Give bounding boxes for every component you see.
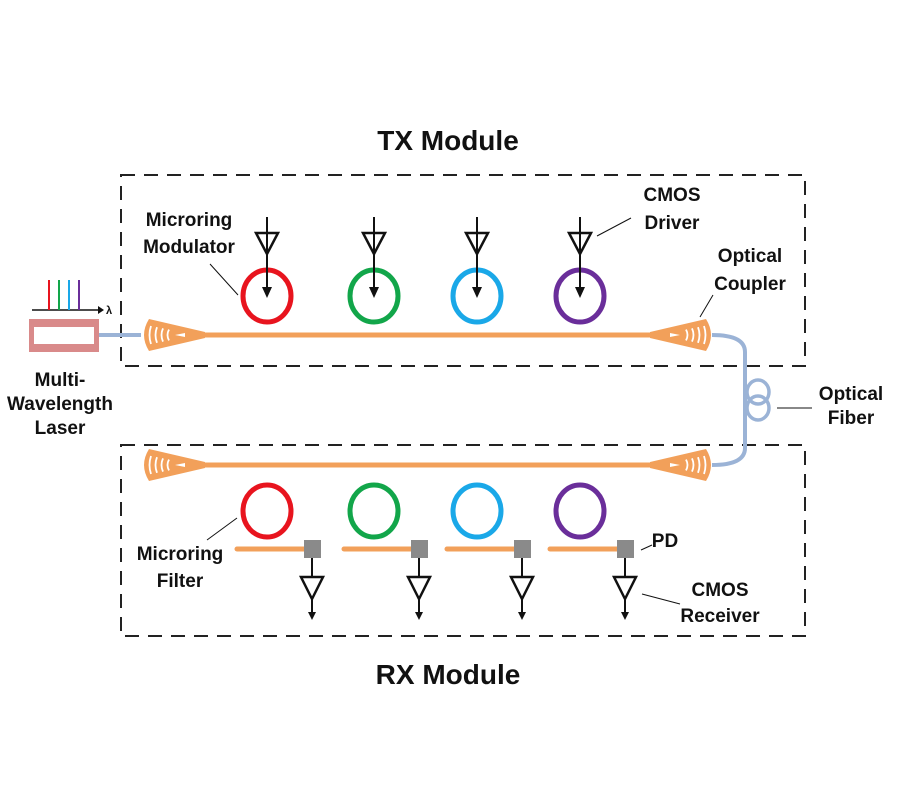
rx-channel-3 xyxy=(444,482,536,620)
photodetector xyxy=(304,540,321,558)
microring-filter-label-line2: Filter xyxy=(157,571,204,592)
cmos-receiver-label-line2: Receiver xyxy=(680,606,760,627)
receiver-arrowhead xyxy=(308,612,316,620)
photodetector xyxy=(617,540,634,558)
tx-channel-4 xyxy=(553,217,607,325)
microring-filter xyxy=(347,482,401,540)
microring-filter-label-line1: Microring xyxy=(137,544,224,565)
rx-input-coupler-grating-slot xyxy=(670,463,680,467)
wavelength-axis-arrowhead xyxy=(98,306,104,314)
tx-output-coupler-grating-line xyxy=(685,329,689,341)
microring-modulator-leader xyxy=(209,263,239,296)
tx-output-coupler-grating-line xyxy=(703,325,707,345)
tx-input-coupler-grating-slot xyxy=(175,333,185,337)
cmos-receiver-amplifier-icon xyxy=(611,575,639,602)
rx-input-coupler-body xyxy=(650,449,711,481)
laser-label-line2: Wavelength xyxy=(7,394,113,415)
optical-coupler-label-line1: Optical xyxy=(718,246,782,267)
rx-output-coupler-body xyxy=(144,449,205,481)
tx-input-coupler-grating-line xyxy=(160,328,164,342)
laser-cavity xyxy=(34,327,94,344)
rx-channel-2 xyxy=(341,482,433,620)
tx-input-coupler xyxy=(144,319,205,351)
lambda-symbol: λ xyxy=(106,305,112,317)
driver-arrowhead xyxy=(262,287,272,298)
tx-output-coupler-body xyxy=(650,319,711,351)
fiber-path xyxy=(711,333,747,467)
rx-module-title: RX Module xyxy=(376,659,521,690)
rx-output-coupler xyxy=(144,449,205,481)
rx-input-coupler-grating-line xyxy=(703,455,707,475)
cmos-driver-label-line1: CMOS xyxy=(644,185,701,206)
rx-output-coupler-grating-line xyxy=(166,459,170,471)
driver-arrowhead xyxy=(472,287,482,298)
tx-input-coupler-body xyxy=(144,319,205,351)
photodetector xyxy=(411,540,428,558)
rx-channel-4 xyxy=(547,482,639,620)
rx-output-coupler-grating-line xyxy=(160,458,164,472)
cmos-receiver-leader xyxy=(641,593,681,605)
optical-coupler-label-line2: Coupler xyxy=(714,274,786,295)
rx-input-coupler-grating-line xyxy=(697,456,701,474)
rx-output-coupler-grating-line xyxy=(154,456,158,474)
rx-input-coupler-grating-line xyxy=(685,459,689,471)
driver-arrowhead xyxy=(575,287,585,298)
receiver-arrowhead xyxy=(415,612,423,620)
cmos-driver-leader xyxy=(596,217,632,237)
fiber-loop-lower xyxy=(745,394,771,422)
tx-output-coupler xyxy=(650,319,711,351)
microring-filter-leader xyxy=(206,517,238,541)
cmos-receiver-label-line1: CMOS xyxy=(692,580,749,601)
receiver-arrowhead xyxy=(518,612,526,620)
laser-label-line3: Laser xyxy=(35,418,86,439)
microring-modulator-label-line1: Microring xyxy=(146,210,233,231)
laser-label-line1: Multi- xyxy=(35,370,86,391)
fiber-label-line1: Optical xyxy=(819,384,883,405)
cmos-receiver-amplifier-icon xyxy=(405,575,433,602)
microring-filter xyxy=(553,482,607,540)
tx-input-coupler-grating-line xyxy=(154,326,158,344)
driver-arrowhead xyxy=(369,287,379,298)
rx-channel-1 xyxy=(234,482,326,620)
photodetector xyxy=(514,540,531,558)
tx-output-coupler-grating-slot xyxy=(670,333,680,337)
microring-filter xyxy=(240,482,294,540)
multi-wavelength-laser: λ Multi- Wavelength Laser xyxy=(7,280,141,439)
rx-input-coupler xyxy=(650,449,711,481)
rx-output-coupler-grating-line xyxy=(148,455,152,475)
tx-channel-1 xyxy=(240,217,294,325)
optical-coupler-leader xyxy=(699,294,714,318)
tx-module-title: TX Module xyxy=(377,125,519,156)
cmos-driver-label-line2: Driver xyxy=(645,213,701,234)
tx-channel-2 xyxy=(347,217,401,325)
receiver-arrowhead xyxy=(621,612,629,620)
cmos-receiver-amplifier-icon xyxy=(298,575,326,602)
tx-output-coupler-grating-line xyxy=(697,326,701,344)
pd-label: PD xyxy=(652,531,678,552)
fiber-loop-upper xyxy=(745,378,771,406)
tx-input-coupler-grating-line xyxy=(166,329,170,341)
tx-input-coupler-grating-line xyxy=(148,325,152,345)
rx-output-coupler-grating-slot xyxy=(175,463,185,467)
fiber-label-line2: Fiber xyxy=(828,408,875,429)
optical-fiber: Optical Fiber xyxy=(711,333,883,467)
tx-channel-3 xyxy=(450,217,504,325)
cmos-receiver-amplifier-icon xyxy=(508,575,536,602)
rx-input-coupler-grating-line xyxy=(691,458,695,472)
pd-leader xyxy=(640,544,653,551)
microring-filter xyxy=(450,482,504,540)
tx-output-coupler-grating-line xyxy=(691,328,695,342)
microring-modulator-label-line2: Modulator xyxy=(143,237,235,258)
